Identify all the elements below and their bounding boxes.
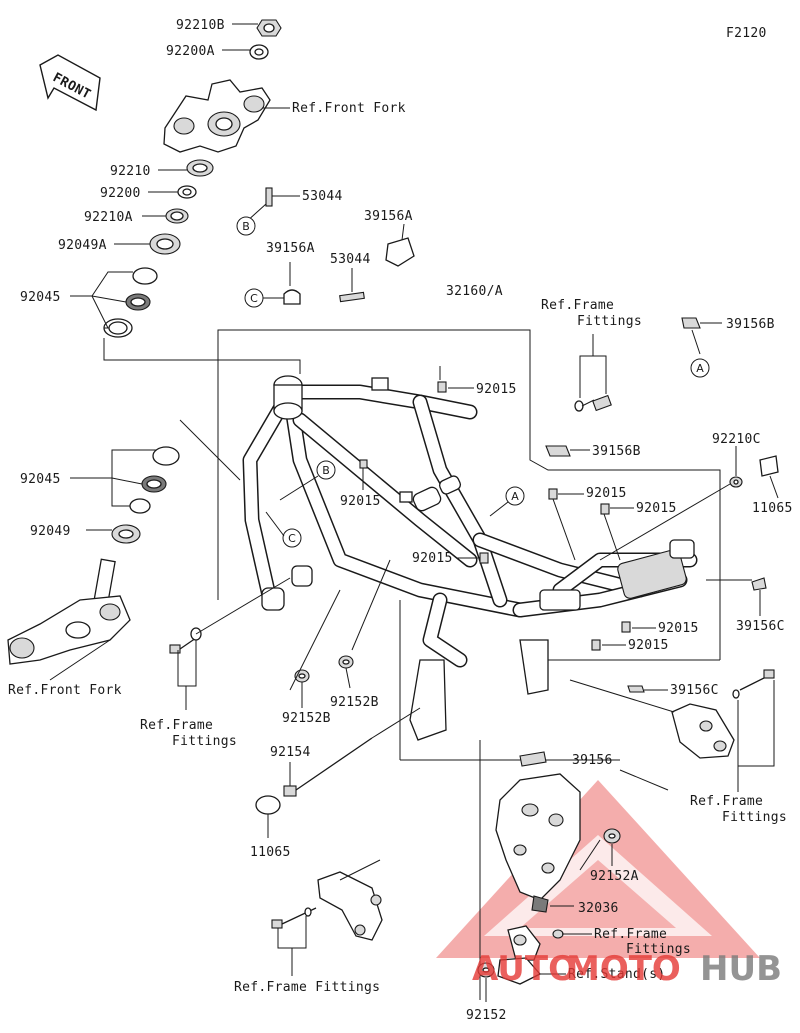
callout-92015-d: 92015 <box>636 501 677 516</box>
callout-92015-b: 92015 <box>340 494 381 509</box>
steering-stem-parts <box>103 19 282 338</box>
callout-ref-frame-fittings-left-l1: Ref.Frame <box>140 718 213 733</box>
callout-92200a: 92200A <box>166 44 215 59</box>
small-clips <box>245 187 415 305</box>
reference-markers: B C A B C A <box>236 216 710 548</box>
front-arrow-icon: FRONT <box>39 54 101 112</box>
callout-39156a-a: 39156A <box>364 209 413 224</box>
callout-92015-f: 92015 <box>658 621 699 636</box>
callout-92210c: 92210C <box>712 432 761 447</box>
right-bracket <box>569 669 775 792</box>
callout-39156c-right: 39156C <box>736 619 785 634</box>
callout-92045-low: 92045 <box>20 472 61 487</box>
watermark-hub: HUB <box>700 949 782 989</box>
callout-ref-frame-fittings-left-l2: Fittings <box>172 734 237 749</box>
callout-53044-a: 53044 <box>302 189 343 204</box>
callout-39156: 39156 <box>572 753 613 768</box>
ref-marker-b-top: B <box>242 220 250 233</box>
leaders-top-left <box>70 23 301 374</box>
callout-39156b-mid: 39156B <box>592 444 641 459</box>
ref-marker-a-top: A <box>696 362 704 375</box>
callout-92152: 92152 <box>466 1008 507 1023</box>
ref-marker-a-frame: A <box>511 490 519 503</box>
fasteners <box>169 317 779 838</box>
callout-92210b: 92210B <box>176 18 225 33</box>
callout-92015-c: 92015 <box>586 486 627 501</box>
watermark-auto: AUTO <box>472 949 577 989</box>
callout-11065-right: 11065 <box>752 501 793 516</box>
callout-ref-frame-fittings-top-l1: Ref.Frame <box>541 298 614 313</box>
callout-92152b-b: 92152B <box>330 695 379 710</box>
callout-labels: 92210B 92200A Ref.Front Fork 92210 92200… <box>8 18 793 1023</box>
callout-32160a: 32160/A <box>446 284 503 299</box>
callout-32036: 32036 <box>578 901 619 916</box>
lower-left-bracket <box>271 859 383 976</box>
callout-ref-frame-fittings-top-l2: Fittings <box>577 314 642 329</box>
stand-bracket <box>477 773 621 1002</box>
callout-39156b-top: 39156B <box>726 317 775 332</box>
callout-92210: 92210 <box>110 164 151 179</box>
callout-39156a-b: 39156A <box>266 241 315 256</box>
callout-ref-frame-fittings-right-l2: Fittings <box>722 810 787 825</box>
callout-92200: 92200 <box>100 186 141 201</box>
callout-92154: 92154 <box>270 745 311 760</box>
callout-53044-b: 53044 <box>330 252 371 267</box>
callout-92015-g: 92015 <box>628 638 669 653</box>
callout-ref-frame-fittings-right-l1: Ref.Frame <box>690 794 763 809</box>
watermark-moto: MOTO <box>566 949 681 989</box>
callout-92210a: 92210A <box>84 210 133 225</box>
callout-92015-e: 92015 <box>412 551 453 566</box>
callout-92049: 92049 <box>30 524 71 539</box>
leaders-left <box>49 419 241 681</box>
ref-marker-c-frame: C <box>288 532 296 545</box>
callout-ref-front-fork-low: Ref.Front Fork <box>8 683 122 698</box>
callout-ref-frame-fittings-stand-l2: Fittings <box>626 942 691 957</box>
figure-code: F2120 <box>726 26 767 41</box>
callout-92045-top: 92045 <box>20 290 61 305</box>
ref-marker-b-frame: B <box>322 464 330 477</box>
callout-39156c-low: 39156C <box>670 683 719 698</box>
callout-92049a: 92049A <box>58 238 107 253</box>
main-frame <box>242 375 698 741</box>
callout-ref-frame-fittings-bottom: Ref.Frame Fittings <box>234 980 380 995</box>
ref-marker-c-top: C <box>250 292 258 305</box>
callout-ref-frame-fittings-stand-l1: Ref.Frame <box>594 927 667 942</box>
watermark-text: AUTO MOTO HUB <box>472 949 782 989</box>
assembly-guides <box>217 329 721 1000</box>
callout-ref-front-fork-top: Ref.Front Fork <box>292 101 406 116</box>
lower-bracket-parts <box>7 446 180 665</box>
callout-11065-left: 11065 <box>250 845 291 860</box>
callout-ref-stands: Ref.Stand(s) <box>568 967 666 982</box>
callout-92152a: 92152A <box>590 869 639 884</box>
callout-92015-a: 92015 <box>476 382 517 397</box>
callout-92152b-a: 92152B <box>282 711 331 726</box>
